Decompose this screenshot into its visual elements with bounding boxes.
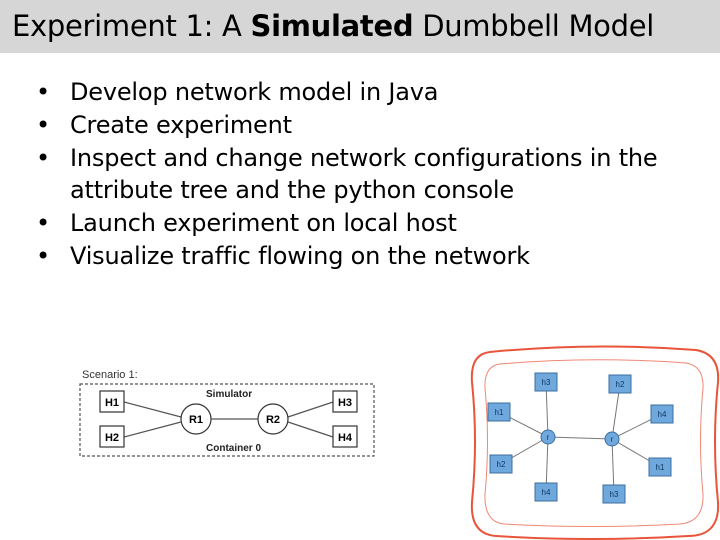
router-r1-label: R1: [189, 414, 203, 426]
host-h1-box: [99, 390, 125, 413]
link-r2-h4: [287, 421, 334, 438]
slide-title: Experiment 1: A Simulated Dumbbell Model: [12, 6, 654, 46]
vis-router-node: [540, 429, 556, 445]
scenario-diagram: Scenario 1: Simulator Container 0 H1 H2 …: [79, 369, 375, 457]
host-h4-box: [332, 425, 358, 448]
vis-node-label: h4: [542, 488, 551, 497]
bullet-item: Inspect and change network configuration…: [36, 142, 696, 208]
vis-node-label: r: [611, 435, 614, 444]
bullet-item: Launch experiment on local host: [36, 207, 696, 240]
container-label: Container 0: [206, 443, 261, 454]
host-h2-box: [99, 425, 125, 448]
vis-node-label: h3: [610, 490, 619, 499]
title-bar: Experiment 1: A Simulated Dumbbell Model: [0, 0, 720, 53]
simulator-label: Simulator: [206, 389, 252, 400]
container-boundary: [79, 383, 375, 457]
bullet-item: Develop network model in Java: [36, 76, 696, 109]
vis-node-label: h2: [497, 460, 506, 469]
bullet-item: Visualize traffic flowing on the network: [36, 240, 696, 273]
vis-node-label: h4: [658, 410, 667, 419]
vis-node-box: [487, 402, 511, 422]
vis-node-box: [489, 454, 513, 474]
vis-node-box: [534, 372, 558, 392]
host-h3-box: [332, 390, 358, 413]
vis-node-box: [602, 484, 626, 504]
router-r2-label: R2: [266, 414, 280, 426]
router-r2-circle: [257, 403, 289, 435]
router-r1-circle: [180, 403, 212, 435]
vis-node-label: r: [547, 433, 550, 442]
host-h4-label: H4: [338, 432, 353, 444]
vis-node-label: h1: [495, 408, 504, 417]
visualizer-diagram: h3 h2 h1 h4 r r h2 h1 h4 h3: [470, 345, 720, 540]
link-h1-r1: [123, 401, 182, 418]
title-text-bold: Simulated: [250, 9, 414, 43]
host-h2-label: H2: [105, 432, 119, 444]
link-r2-h3: [287, 401, 334, 418]
vis-node-label: h1: [656, 463, 665, 472]
vis-link: [547, 436, 613, 440]
bullet-list: Develop network model in Java Create exp…: [36, 76, 696, 273]
link-h2-r1: [123, 421, 182, 438]
vis-node-box: [650, 404, 674, 424]
vis-node-label: h3: [542, 378, 551, 387]
host-h1-label: H1: [105, 397, 119, 409]
visualizer-boundary-inner: [484, 359, 704, 527]
vis-node-label: h2: [616, 380, 625, 389]
vis-router-node: [604, 431, 620, 447]
title-text-start: Experiment 1: A: [12, 9, 251, 43]
host-h3-label: H3: [338, 397, 352, 409]
vis-node-box: [608, 374, 632, 394]
title-text-end: Dumbbell Model: [413, 9, 655, 43]
vis-node-box: [648, 457, 672, 477]
vis-node-box: [534, 482, 558, 502]
bullet-item: Create experiment: [36, 109, 696, 142]
scenario-label: Scenario 1:: [82, 369, 138, 381]
visualizer-boundary-outer: [470, 345, 720, 540]
